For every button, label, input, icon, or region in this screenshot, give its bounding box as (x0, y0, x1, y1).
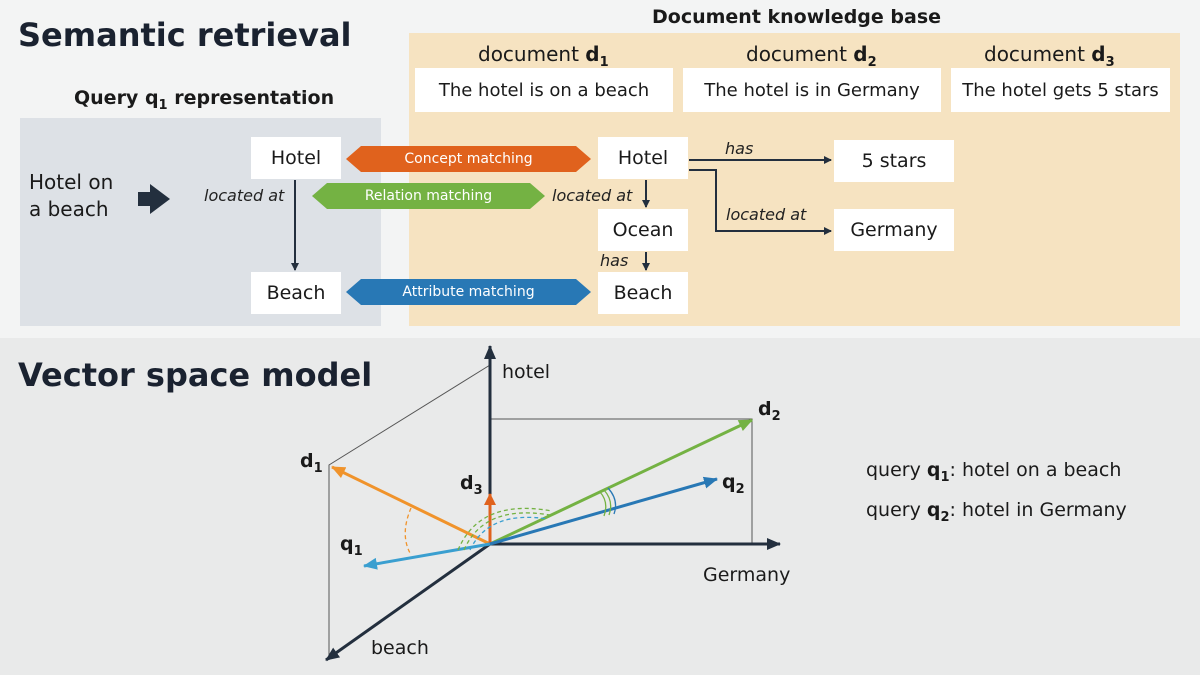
query-relation-located-at: located at (204, 186, 285, 205)
query-heading: Query q1 representation (74, 87, 335, 113)
vector-label-q1: q1 (340, 533, 363, 559)
vector-space-section (0, 338, 1200, 675)
query-node-hotel: Hotel (251, 137, 341, 179)
angle-arc-q1-d2-b (463, 512, 551, 551)
semantic-retrieval-title: Semantic retrieval (18, 16, 352, 54)
vector-q2 (489, 476, 718, 546)
angle-arc-q2-d2-c (607, 487, 617, 515)
attribute-matching-arrow (346, 279, 591, 305)
attribute-matching-label: Attribute matching (402, 284, 535, 300)
kb-relation-has-beach: has (600, 251, 629, 270)
d2-projection-guide (490, 418, 753, 545)
vector-space-title: Vector space model (18, 356, 373, 394)
document-title-1: document d1 (478, 42, 609, 70)
kb-node-5-stars: 5 stars (834, 140, 954, 182)
kb-node-hotel: Hotel (598, 137, 688, 179)
angle-arc-q1-d2-c (469, 516, 549, 551)
relation-matching-label: Relation matching (364, 188, 493, 204)
vector-d2 (489, 418, 753, 546)
hotel-axis-label: hotel (502, 361, 551, 383)
angle-arc-q2-d2-a (599, 491, 607, 517)
query-definition-1: query q1: hotel on a beach (866, 459, 1122, 485)
kb-edge-hotel-germany (689, 169, 832, 235)
document-text-2: The hotel is in Germany (683, 68, 941, 112)
knowledge-base-heading: Document knowledge base (652, 6, 942, 28)
vector-label-d3: d3 (460, 472, 483, 498)
document-text-3: The hotel gets 5 stars (951, 68, 1170, 112)
d1-projection-guide (328, 364, 491, 660)
vector-label-q2: q2 (722, 471, 745, 497)
query-node-beach: Beach (251, 272, 341, 314)
vector-label-d2: d2 (758, 398, 781, 424)
query-text: Hotel on a beach (29, 170, 114, 221)
document-title-2: document d2 (746, 42, 877, 70)
concept-matching-label: Concept matching (404, 151, 533, 167)
concept-matching-arrow (346, 146, 591, 172)
germany-axis-label: Germany (703, 564, 791, 586)
beach-axis-label: beach (371, 637, 429, 659)
document-text-1: The hotel is on a beach (415, 68, 673, 112)
kb-node-beach: Beach (598, 272, 688, 314)
angle-arc-q1-d1 (404, 507, 412, 554)
kb-node-ocean: Ocean (598, 209, 688, 251)
kb-relation-has-stars: has (725, 139, 754, 158)
query-to-graph-arrow (138, 184, 170, 214)
kb-relation-located-at-germany: located at (726, 205, 807, 224)
angle-arc-q1-d2-a (457, 507, 553, 551)
vector-q1 (363, 542, 491, 570)
relation-matching-arrow (312, 183, 545, 209)
vector-label-d1: d1 (300, 450, 323, 476)
query-definition-2: query q2: hotel in Germany (866, 499, 1127, 525)
vector-d1 (331, 465, 491, 546)
kb-node-germany: Germany (834, 209, 954, 251)
angle-arc-q2-d2-b (603, 489, 612, 516)
document-title-3: document d3 (984, 42, 1115, 70)
beach-axis (325, 542, 491, 662)
kb-relation-located-at-ocean: located at (552, 186, 633, 205)
